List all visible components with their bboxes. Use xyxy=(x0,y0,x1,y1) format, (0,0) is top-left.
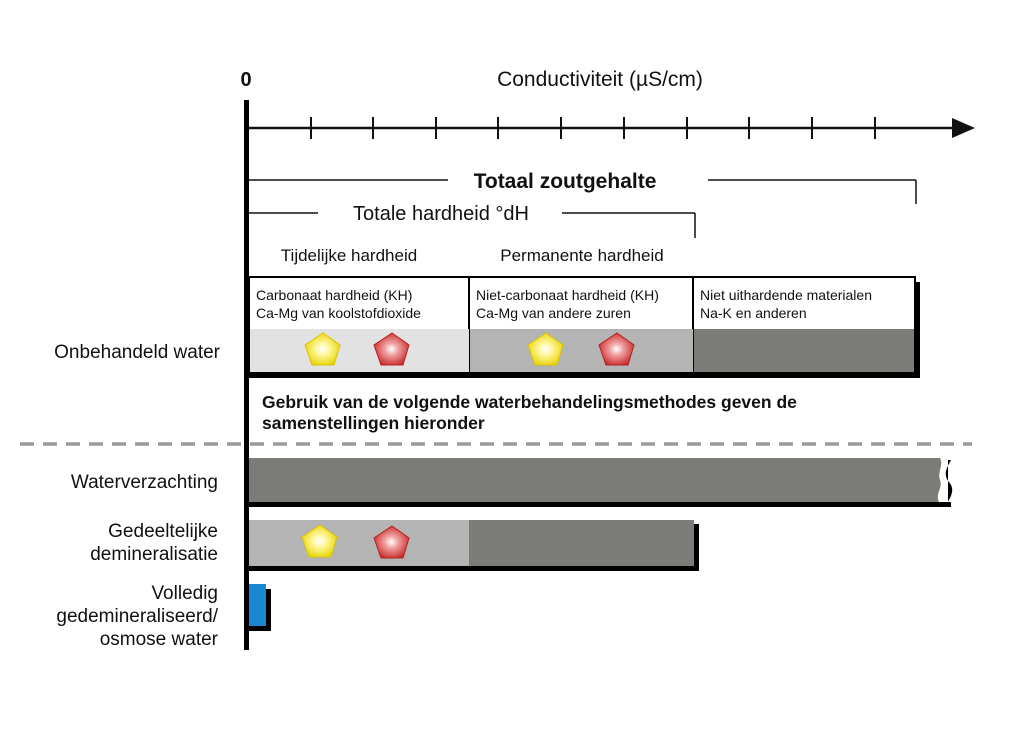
yellow-pentagon-icon xyxy=(527,332,564,366)
baseline-vertical xyxy=(244,100,249,650)
axis-title: Conductiviteit (µS/cm) xyxy=(497,68,703,91)
softening-bar xyxy=(249,458,953,507)
axis-arrowhead xyxy=(952,118,975,138)
bracket-total-hardness-label: Totale hardheid °dH xyxy=(353,203,529,225)
row-label-partial-line2: demineralisatie xyxy=(90,544,218,565)
partial-demineralisation-bar xyxy=(249,520,699,571)
segment-non-hardening-line2: Na-K en anderen xyxy=(700,305,807,321)
segment-non-carbonate-fill xyxy=(470,329,693,372)
segment-non-hardening-line1: Niet uithardende materialen xyxy=(700,287,872,303)
permanent-hardness-label: Permanente hardheid xyxy=(500,246,664,265)
axis-zero-label: 0 xyxy=(240,69,251,91)
segment-carbonate-line2: Ca-Mg van koolstofdioxide xyxy=(256,305,421,321)
note-line2: samenstellingen hieronder xyxy=(262,413,485,433)
bracket-total-salt xyxy=(249,179,917,204)
segment-carbonate-line1: Carbonaat hardheid (KH) xyxy=(256,287,412,303)
segment-non-hardening-fill xyxy=(694,329,914,372)
red-pentagon-icon xyxy=(373,332,410,366)
red-pentagon-icon xyxy=(373,525,410,559)
red-pentagon-icon xyxy=(598,332,635,366)
note-line1: Gebruik van de volgende waterbehandeling… xyxy=(262,392,797,412)
segment-non-carbonate-line1: Niet-carbonaat hardheid (KH) xyxy=(476,287,659,303)
axis-ticks xyxy=(310,117,876,139)
full-demineralisation-bar xyxy=(249,584,271,631)
row-label-full-line1: Volledig xyxy=(151,583,218,604)
segment-non-carbonate-line2: Ca-Mg van andere zuren xyxy=(476,305,631,321)
temporary-hardness-label: Tijdelijke hardheid xyxy=(281,246,417,265)
row-label-partial-line1: Gedeeltelijke xyxy=(108,521,218,542)
bracket-total-salt-label: Totaal zoutgehalte xyxy=(474,170,657,193)
row-label-softening: Waterverzachting xyxy=(71,472,218,493)
segment-carbonate-fill xyxy=(250,329,469,372)
yellow-pentagon-icon xyxy=(301,524,338,558)
row-label-full-line2: gedemineraliseerd/ xyxy=(56,606,218,627)
bracket-total-hardness xyxy=(249,212,696,238)
row-label-untreated: Onbehandeld water xyxy=(54,342,221,363)
row-label-full-line3: osmose water xyxy=(100,629,219,650)
yellow-pentagon-icon xyxy=(304,332,341,366)
untreated-water-bar xyxy=(248,276,920,378)
